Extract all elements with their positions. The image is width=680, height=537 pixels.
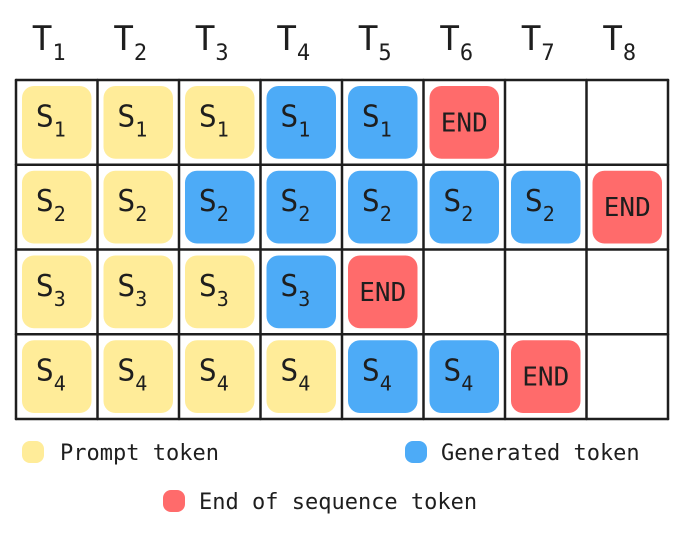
token-cell-bg [348, 340, 418, 413]
end-token-label: END [441, 108, 488, 138]
token-cell-s4-t7-end: END [511, 340, 581, 413]
token-cell-bg [103, 86, 173, 159]
sequence-token-label: S4 [36, 354, 66, 396]
sequence-token-label: S2 [362, 184, 392, 226]
legend-generated-label: Generated token [441, 441, 640, 466]
token-cell-bg [348, 255, 418, 329]
token-cell-s2-t6-generated: S2 [429, 170, 499, 244]
legend-prompt-label: Prompt token [60, 441, 219, 466]
token-cell-s2-t8-end: END [592, 170, 662, 244]
token-cell-s4-t5-generated: S4 [348, 340, 418, 413]
legend-end-label: End of sequence token [199, 490, 477, 515]
sequence-token-label: S2 [280, 184, 310, 226]
token-cell-s2-t4-generated: S2 [266, 170, 336, 244]
column-header-t7: T7 [521, 19, 555, 66]
token-cell-s3-t3-prompt: S3 [185, 255, 255, 329]
token-cell-s1-t2-prompt: S1 [103, 86, 173, 159]
sequence-token-label: S2 [199, 184, 229, 226]
token-cell-bg [266, 86, 336, 159]
token-cell-bg [185, 340, 255, 413]
token-cell-bg [511, 170, 581, 244]
token-cell-bg [266, 255, 336, 329]
token-cell-bg [266, 340, 336, 413]
sequence-token-label: S1 [362, 99, 392, 141]
token-cell-s1-t6-end: END [429, 86, 499, 159]
token-cell-s2-t1-prompt: S2 [22, 170, 92, 244]
token-cell-bg [22, 340, 92, 413]
token-cell-s4-t1-prompt: S4 [22, 340, 92, 413]
token-cell-s1-t1-prompt: S1 [22, 86, 92, 159]
token-cell-s2-t5-generated: S2 [348, 170, 418, 244]
column-headers: T1 T2 T3 T4 T5 T6 T7 T8 [32, 19, 636, 66]
token-cell-bg [22, 86, 92, 159]
token-cell-bg [348, 170, 418, 244]
token-cell-s4-t2-prompt: S4 [103, 340, 173, 413]
token-cell-bg [103, 340, 173, 413]
token-cell-bg [185, 255, 255, 329]
token-cell-s1-t5-generated: S1 [348, 86, 418, 159]
token-cell-s4-t3-prompt: S4 [185, 340, 255, 413]
sequence-token-label: S1 [117, 99, 147, 141]
sequence-token-label: S2 [525, 184, 555, 226]
token-cell-s3-t2-prompt: S3 [103, 255, 173, 329]
token-cell-bg [185, 86, 255, 159]
sequence-token-label: S3 [199, 269, 229, 311]
end-token-label: END [359, 278, 406, 308]
sequence-token-label: S4 [117, 354, 147, 396]
sequence-token-label: S2 [36, 184, 66, 226]
token-cell-bg [103, 170, 173, 244]
token-cell-s1-t4-generated: S1 [266, 86, 336, 159]
column-header-t2: T2 [113, 19, 147, 66]
token-cell-s1-t3-prompt: S1 [185, 86, 255, 159]
legend-generated-swatch [405, 441, 427, 463]
sequence-token-label: S4 [443, 354, 473, 396]
token-cell-bg [592, 170, 662, 244]
token-cell-bg [511, 340, 581, 413]
column-header-t8: T8 [602, 19, 636, 66]
column-header-t5: T5 [358, 19, 392, 66]
token-cell-bg [103, 255, 173, 329]
token-cell-s4-t6-generated: S4 [429, 340, 499, 413]
token-cell-s2-t2-prompt: S2 [103, 170, 173, 244]
sequence-token-label: S3 [36, 269, 66, 311]
sequence-token-label: S1 [280, 99, 310, 141]
sequence-token-label: S4 [199, 354, 229, 396]
sequence-token-label: S1 [199, 99, 229, 141]
token-cell-s3-t1-prompt: S3 [22, 255, 92, 329]
column-header-t1: T1 [32, 19, 66, 66]
sequence-token-label: S2 [117, 184, 147, 226]
sequence-token-label: S2 [443, 184, 473, 226]
token-cell-bg [22, 170, 92, 244]
legend-end-swatch [163, 490, 185, 512]
token-cell-bg [266, 170, 336, 244]
column-header-t4: T4 [276, 19, 310, 66]
token-cell-bg [22, 255, 92, 329]
token-cell-s3-t4-generated: S3 [266, 255, 336, 329]
end-token-label: END [604, 193, 651, 223]
legend: Prompt token Generated token End of sequ… [22, 441, 640, 515]
sequence-token-label: S1 [36, 99, 66, 141]
column-header-t3: T3 [195, 19, 229, 66]
token-cell-s3-t5-end: END [348, 255, 418, 329]
token-cell-s2-t7-generated: S2 [511, 170, 581, 244]
end-token-label: END [522, 363, 569, 393]
column-header-t6: T6 [439, 19, 473, 66]
sequence-token-label: S3 [280, 269, 310, 311]
token-cell-bg [185, 170, 255, 244]
sequence-token-label: S3 [117, 269, 147, 311]
sequence-token-label: S4 [280, 354, 310, 396]
token-cell-s2-t3-generated: S2 [185, 170, 255, 244]
token-cell-bg [429, 340, 499, 413]
sequence-token-label: S4 [362, 354, 392, 396]
token-cell-bg [429, 170, 499, 244]
token-grid-lines [14, 78, 670, 421]
token-cell-bg [348, 86, 418, 159]
token-cell-bg [429, 86, 499, 159]
legend-prompt-swatch [22, 441, 44, 463]
token-cell-s4-t4-prompt: S4 [266, 340, 336, 413]
